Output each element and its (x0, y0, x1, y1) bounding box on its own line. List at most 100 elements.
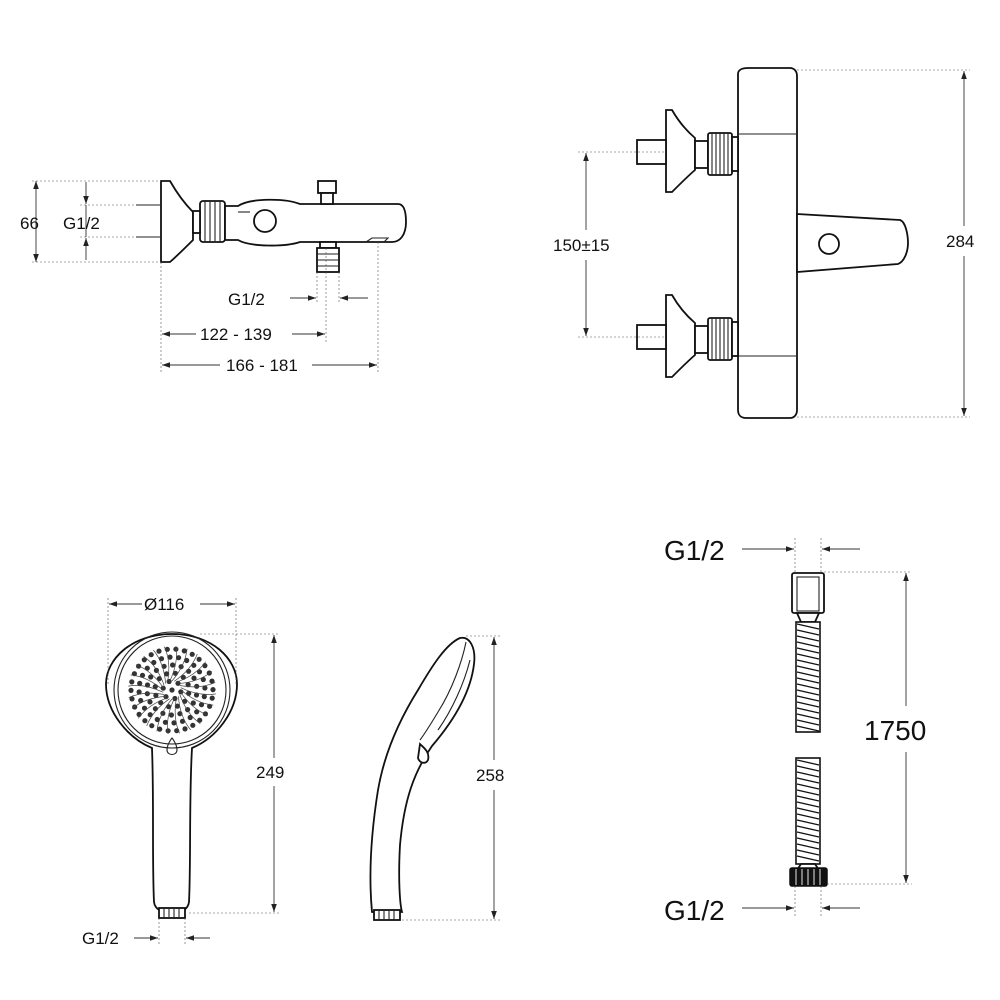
nozzle-dot (148, 674, 154, 680)
hand-shower-front-view (105, 598, 280, 944)
hose-coil-line (796, 819, 820, 826)
nozzle-web-line (138, 697, 168, 719)
handle-button (818, 233, 840, 255)
nozzle-dot (152, 706, 158, 712)
nozzle-web-line (174, 653, 198, 682)
nozzle-dot (147, 699, 153, 705)
nozzle-web-line (128, 692, 165, 698)
nozzle-dot (179, 718, 186, 724)
hose-top-thread-label: G1/2 (664, 535, 725, 566)
mixer-centers-label: 150±15 (553, 236, 610, 255)
hose-coil-line (796, 837, 820, 844)
lower-rosette (665, 294, 696, 378)
hand-shower-length-front-label: 249 (256, 763, 284, 782)
nozzle-dot (191, 662, 197, 668)
spray-nozzle-pattern (128, 646, 216, 734)
hose-coil-line (796, 855, 820, 862)
hose-bottom-thread-label: G1/2 (664, 895, 725, 926)
nozzle-dot (201, 694, 207, 700)
spray-selector (166, 737, 178, 756)
hose-bottom-nut (789, 867, 828, 887)
nozzle-dot (200, 676, 206, 683)
hose-coil-line (796, 719, 820, 726)
nozzle-dot (170, 662, 176, 668)
nozzle-dot (148, 652, 154, 658)
nozzle-web-line (143, 656, 165, 686)
nozzle-dot (144, 665, 150, 671)
nozzle-dot (139, 672, 146, 678)
nozzle-dot (136, 711, 142, 718)
nozzle-web-line (169, 646, 177, 682)
nozzle-dot (197, 717, 203, 723)
nozzle-dot (136, 689, 142, 695)
hose-view (742, 538, 912, 918)
nozzle-dot (176, 655, 182, 661)
nozzle-dot (190, 700, 196, 706)
nozzle-dot (187, 714, 193, 721)
nozzle-dot (164, 671, 170, 677)
hand-shower-thread-label: G1/2 (82, 929, 119, 948)
nozzle-dot (142, 718, 148, 724)
nozzle-dot (169, 687, 175, 693)
nozzle-web-line (146, 698, 170, 727)
nozzle-web-line (164, 646, 170, 683)
mixer-height-label: 66 (20, 214, 39, 233)
thermostat-body (737, 67, 798, 419)
side-thread (373, 909, 401, 921)
nozzle-web-line (153, 649, 166, 684)
hose-coil-line (796, 725, 820, 732)
nozzle-dot (196, 656, 202, 662)
hose-coil-line (796, 683, 820, 690)
nozzle-web-line (167, 698, 175, 734)
hose-coil-line (796, 825, 820, 832)
nozzle-dot (186, 668, 192, 674)
nozzle-dot (149, 723, 155, 729)
spout-lip (365, 237, 390, 243)
nozzle-web-line (135, 664, 164, 688)
nozzle-dot (144, 691, 150, 697)
nozzle-dot (185, 682, 191, 688)
hand-shower-side-view (369, 635, 500, 921)
hose-coil-line (796, 783, 820, 790)
nozzle-dot (210, 687, 216, 693)
nozzle-web-line (128, 685, 164, 693)
nozzle-dot (181, 648, 187, 654)
nozzle-web-line (131, 696, 166, 709)
nozzle-dot (129, 696, 135, 702)
hose-coil-line (796, 795, 820, 802)
hose-coil-line (796, 659, 820, 666)
nozzle-dot (137, 680, 143, 687)
nozzle-dot (141, 657, 147, 663)
nozzle-dot (171, 720, 177, 726)
hose-coil-line (796, 677, 820, 684)
mixer-body (224, 198, 407, 247)
hose-coil-line (796, 831, 820, 838)
nozzle-dot (189, 651, 195, 657)
mixer-front-view (578, 67, 970, 419)
nozzle-web-line (174, 697, 180, 734)
nozzle-dot (209, 695, 215, 701)
hose-coil-line (796, 789, 820, 796)
nozzle-dot (147, 712, 153, 718)
hose-coil-line (796, 843, 820, 850)
hose-length-label: 1750 (864, 715, 926, 746)
nozzle-dot (209, 678, 215, 684)
nozzle-dot (194, 683, 200, 689)
nozzle-web-line (178, 671, 213, 684)
nozzle-dot (167, 654, 173, 660)
nozzle-dot (202, 685, 208, 691)
side-selector (417, 742, 430, 764)
upper-rosette (665, 109, 696, 193)
hose-coil-line (796, 635, 820, 642)
hose-coil-line (796, 671, 820, 678)
mixer-inlet-thread-label: G1/2 (63, 214, 100, 233)
nozzle-dot (128, 687, 134, 694)
nozzle-dot (165, 728, 171, 734)
hand-shower-side-body (369, 636, 476, 913)
mixer-projection-long-label: 166 - 181 (226, 356, 298, 375)
nozzle-web-line (180, 692, 209, 716)
nozzle-web-line (171, 648, 188, 682)
nozzle-dot (156, 648, 162, 654)
hand-shower-body (105, 633, 238, 914)
